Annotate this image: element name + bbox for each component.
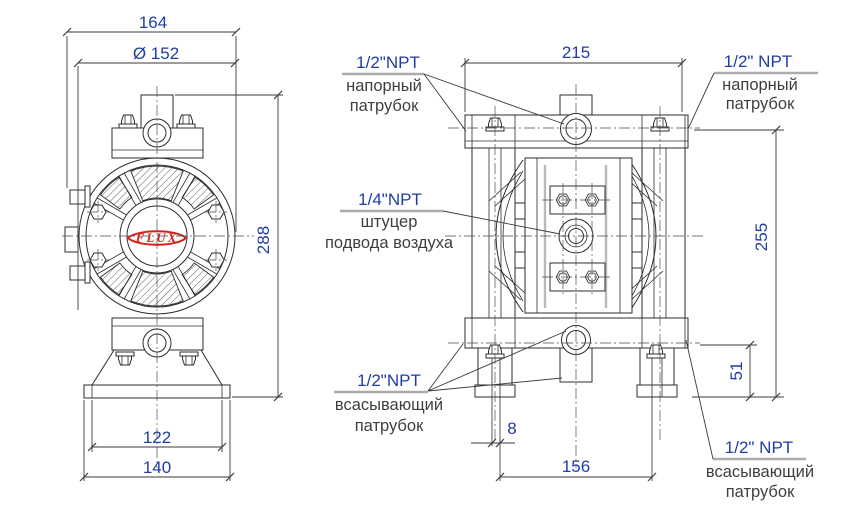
discharge-right-desc1: напорный xyxy=(722,76,798,94)
air-inlet-desc2: подвода воздуха xyxy=(325,234,454,252)
callout-discharge-right: 1/2" NPT напорный патрубок xyxy=(687,52,818,130)
discharge-left-thread: 1/2"NPT xyxy=(356,53,420,72)
dim-port-center-height: 255 xyxy=(752,223,771,251)
callout-air-inlet: 1/4"NPT штуцер подвода воздуха xyxy=(325,190,561,252)
dim-overall-height: 288 xyxy=(254,226,273,254)
front-view-dimensions: 164 Ø 152 288 122 140 xyxy=(62,13,283,482)
discharge-left-desc1: напорный xyxy=(346,77,422,95)
side-top-manifold xyxy=(464,94,689,149)
suction-left-desc2: патрубок xyxy=(355,417,424,435)
suction-right-thread: 1/2" NPT xyxy=(725,438,793,457)
discharge-left-desc2: патрубок xyxy=(350,97,419,115)
front-side-boss xyxy=(64,185,91,284)
dim-foot-slot-width: 8 xyxy=(507,419,516,438)
suction-left-desc1: всасывающий xyxy=(335,396,443,414)
dim-overall-width: 164 xyxy=(139,13,167,32)
front-view: FLUX xyxy=(62,86,254,468)
callout-suction-left: 1/2"NPT всасывающий патрубок xyxy=(334,330,567,435)
side-center-block xyxy=(514,157,643,314)
dim-foot-height: 51 xyxy=(727,362,746,381)
dim-manifold-width: 215 xyxy=(562,43,590,62)
suction-right-desc1: всасывающий xyxy=(706,463,814,481)
dim-base-slot-span: 122 xyxy=(143,428,171,447)
callout-discharge-left: 1/2"NPT напорный патрубок xyxy=(342,53,565,132)
front-spokes xyxy=(93,172,221,300)
side-centerlines xyxy=(445,84,706,468)
dim-body-diameter: Ø 152 xyxy=(133,44,179,63)
dim-base-width: 140 xyxy=(143,458,171,477)
suction-left-thread: 1/2"NPT xyxy=(357,371,421,390)
dim-feet-span: 156 xyxy=(562,457,590,476)
discharge-right-desc2: патрубок xyxy=(726,95,795,113)
front-discharge-assembly xyxy=(111,94,204,159)
side-view xyxy=(445,84,706,481)
suction-right-desc2: патрубок xyxy=(726,483,795,501)
air-inlet-desc1: штуцер xyxy=(361,213,418,231)
flux-logo-text: FLUX xyxy=(135,230,179,245)
side-view-dimensions: 215 8 156 51 255 xyxy=(460,43,784,482)
discharge-right-thread: 1/2" NPT xyxy=(724,52,792,71)
air-inlet-thread: 1/4"NPT xyxy=(358,190,422,209)
callout-suction-right: 1/2" NPT всасывающий патрубок xyxy=(685,339,814,501)
front-centerlines xyxy=(62,86,254,468)
